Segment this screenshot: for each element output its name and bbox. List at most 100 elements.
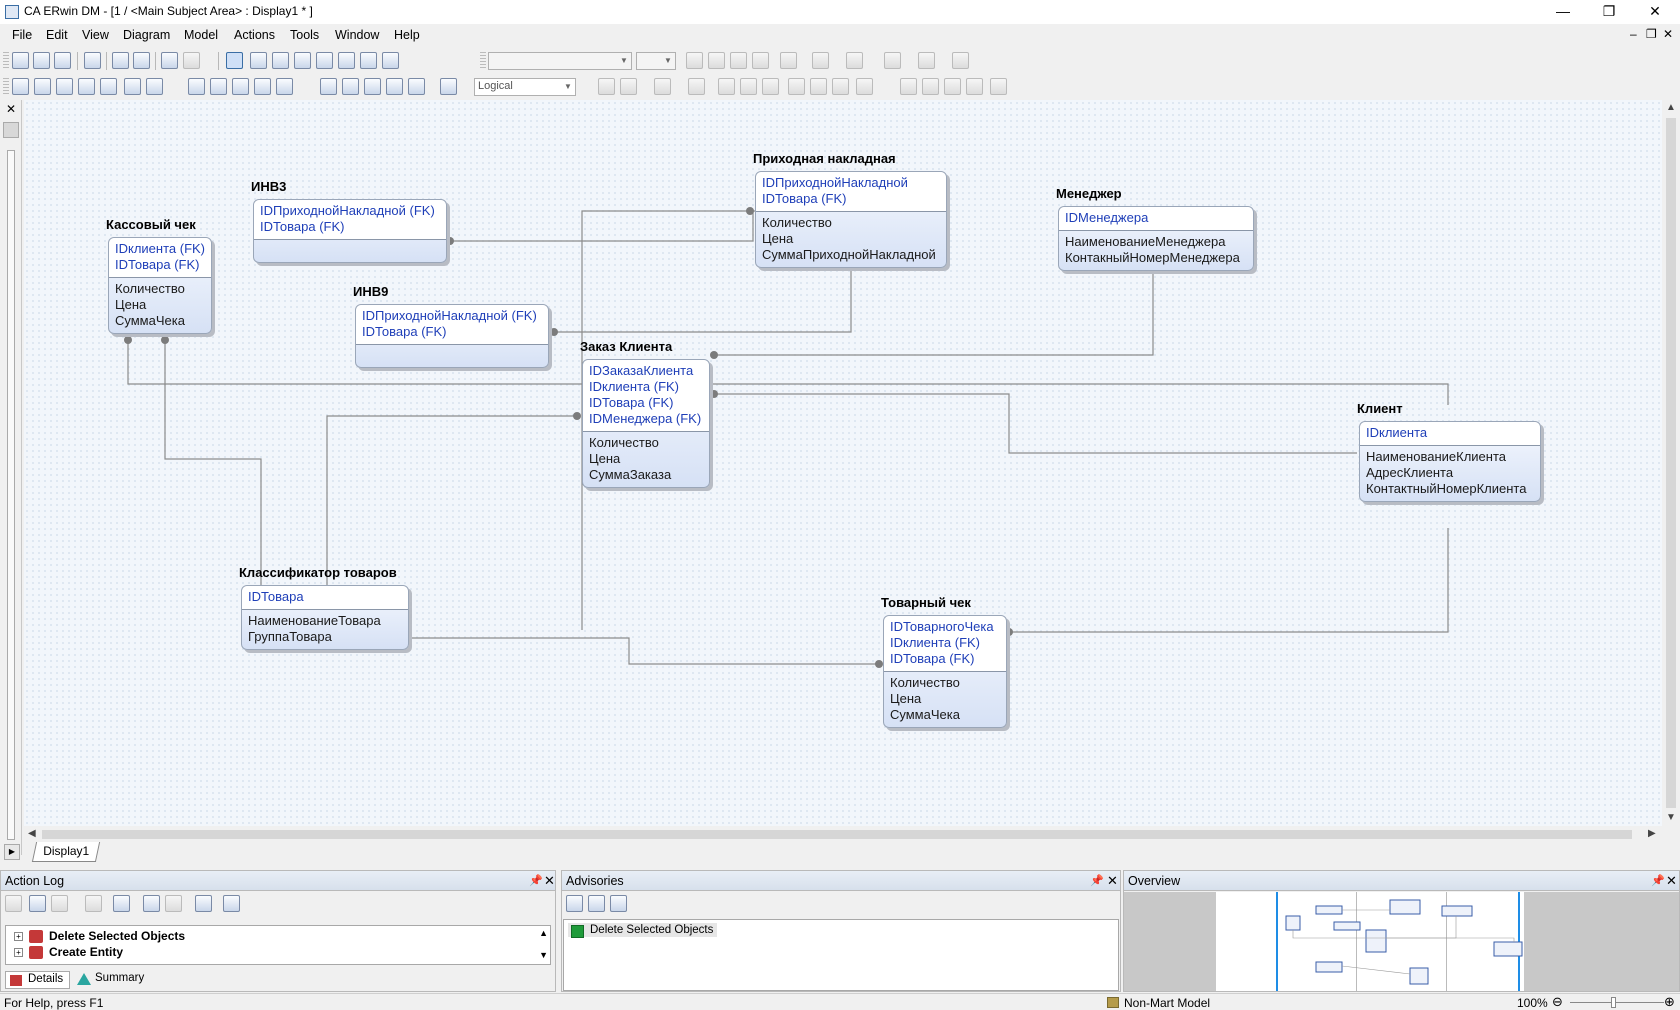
key-attribute[interactable]: IDТовара (FK)	[362, 324, 447, 339]
entity-zakaz-klienta[interactable]: Заказ Клиента IDЗаказаКлиента IDклиента …	[580, 339, 710, 488]
zoom-selection-icon[interactable]	[276, 78, 293, 95]
key-attribute[interactable]: IDМенеджера (FK)	[589, 411, 702, 426]
entity-inv9[interactable]: ИНВ9 IDПриходнойНакладной (FK) IDТовара …	[353, 284, 549, 368]
key-attribute[interactable]: IDТовара	[248, 589, 304, 604]
menu-tools[interactable]: Tools	[290, 28, 320, 42]
refresh-icon[interactable]	[740, 78, 757, 95]
complete-compare-icon[interactable]	[788, 78, 805, 95]
mdi-restore-icon[interactable]: ❐	[1646, 27, 1657, 41]
pin-icon[interactable]: 📌	[1651, 875, 1665, 887]
overview-area[interactable]	[1124, 892, 1679, 991]
attribute[interactable]: НаименованиеМенеджера	[1065, 234, 1226, 249]
mdi-close-icon[interactable]: ✕	[1663, 27, 1674, 41]
key-attribute[interactable]: IDклиента (FK)	[589, 379, 680, 394]
display-level-icon-icon[interactable]	[100, 78, 117, 95]
log-delete-icon[interactable]	[85, 895, 102, 912]
dock-slider[interactable]	[7, 150, 15, 840]
zoom-out-icon[interactable]: ⊖	[1552, 994, 1563, 1009]
font-size-combo[interactable]: ▼	[636, 52, 676, 70]
list-scroll-down-icon[interactable]: ▼	[539, 950, 548, 960]
zoom-in-icon[interactable]: ⊕	[1664, 994, 1675, 1009]
font-name-combo[interactable]: ▼	[488, 52, 632, 70]
align-icon[interactable]	[654, 78, 671, 95]
attribute[interactable]: КонтактныйНомерКлиента	[1366, 481, 1527, 496]
reverse-engineer-icon[interactable]	[620, 78, 637, 95]
pin-icon[interactable]: 📌	[1090, 875, 1104, 887]
zoom-normal-icon[interactable]	[232, 78, 249, 95]
entity-prihodnaya-nakladnaya[interactable]: Приходная накладная IDПриходнойНакладной…	[753, 151, 947, 268]
forward-engineer-icon[interactable]	[598, 78, 615, 95]
log-find-icon[interactable]	[29, 895, 46, 912]
log-reverse-icon[interactable]	[195, 895, 212, 912]
mart-lock-icon[interactable]	[966, 78, 983, 95]
bold-icon[interactable]	[686, 52, 703, 69]
entity-inv3[interactable]: ИНВ3 IDПриходнойНакладной (FK) IDТовара …	[251, 179, 447, 263]
menu-edit[interactable]: Edit	[46, 28, 68, 42]
layout-icon[interactable]	[124, 78, 141, 95]
line-style-icon[interactable]	[884, 52, 901, 69]
horizontal-scrollbar[interactable]: ◀ ▶	[24, 826, 1662, 842]
attribute[interactable]: Цена	[762, 231, 794, 246]
scroll-left-icon[interactable]: ◀	[28, 828, 36, 839]
print-icon[interactable]	[84, 52, 101, 69]
scroll-up-icon[interactable]: ▲	[1666, 102, 1676, 113]
key-attribute[interactable]: IDТовара (FK)	[115, 257, 200, 272]
merge-icon[interactable]	[810, 78, 827, 95]
menu-window[interactable]: Window	[335, 28, 380, 42]
toolbar-grip[interactable]	[480, 52, 486, 70]
key-attribute[interactable]: IDклиента	[1366, 425, 1428, 440]
fill-color-icon[interactable]	[812, 52, 829, 69]
diagram-canvas[interactable]: Кассовый чек IDклиента (FK) IDТовара (FK…	[24, 100, 1668, 828]
model-view-icon[interactable]	[440, 78, 457, 95]
zoom-slider-thumb[interactable]	[1611, 997, 1616, 1008]
zoom-slider-track[interactable]	[1570, 1002, 1664, 1003]
scroll-right-icon[interactable]: ▶	[1648, 828, 1656, 839]
drawing-tool-icon[interactable]	[382, 52, 399, 69]
entity-menedzher[interactable]: Менеджер IDМенеджера НаименованиеМенедже…	[1056, 186, 1254, 271]
display-level-pk-icon[interactable]	[56, 78, 73, 95]
key-attribute[interactable]: IDклиента (FK)	[115, 241, 206, 256]
font-color-icon[interactable]	[780, 52, 797, 69]
action-log-list[interactable]: +Delete Selected Objects +Create Entity …	[5, 925, 551, 965]
toolbar-grip[interactable]	[3, 78, 9, 96]
list-scroll-up-icon[interactable]: ▲	[539, 928, 548, 938]
menu-view[interactable]: View	[82, 28, 109, 42]
attribute[interactable]: Цена	[890, 691, 922, 706]
expand-icon[interactable]: +	[14, 932, 23, 942]
toolbar-grip[interactable]	[3, 52, 9, 70]
key-attribute[interactable]: IDТовара (FK)	[260, 219, 345, 234]
key-attribute[interactable]: IDЗаказаКлиента	[589, 363, 694, 378]
find-icon[interactable]	[112, 52, 129, 69]
attribute[interactable]: Количество	[762, 215, 832, 230]
vertical-scroll-thumb[interactable]	[1666, 118, 1676, 808]
key-group-editor-icon[interactable]	[408, 78, 425, 95]
attribute[interactable]: Цена	[589, 451, 621, 466]
attribute[interactable]: СуммаЧека	[890, 707, 960, 722]
log-row[interactable]: +Delete Selected Objects	[14, 929, 185, 944]
pin-icon[interactable]: 📌	[529, 875, 543, 887]
mart-manager-icon[interactable]	[990, 78, 1007, 95]
text-tool-icon[interactable]	[360, 52, 377, 69]
line-color-icon[interactable]	[846, 52, 863, 69]
log-filter-icon[interactable]	[113, 895, 130, 912]
advisories-properties-icon[interactable]	[610, 895, 627, 912]
save-icon[interactable]	[54, 52, 71, 69]
identifying-relationship-icon[interactable]	[294, 52, 311, 69]
key-attribute[interactable]: IDТоварногоЧека	[890, 619, 994, 634]
attribute[interactable]: НаименованиеКлиента	[1366, 449, 1506, 464]
zoom-out-icon[interactable]	[210, 78, 227, 95]
undo-icon[interactable]	[161, 52, 178, 69]
line-weight-icon[interactable]	[952, 52, 969, 69]
advisories-copy-icon[interactable]	[588, 895, 605, 912]
key-attribute[interactable]: IDТовара (FK)	[890, 651, 975, 666]
attribute[interactable]: Количество	[890, 675, 960, 690]
distribute-icon[interactable]	[718, 78, 735, 95]
subtype-tool-icon[interactable]	[272, 52, 289, 69]
display-level-entity-icon[interactable]	[12, 78, 29, 95]
menu-actions[interactable]: Actions	[234, 28, 275, 42]
entity-tovarny-chek[interactable]: Товарный чек IDТоварногоЧека IDклиента (…	[881, 595, 1007, 728]
entity-tool-icon[interactable]	[250, 52, 267, 69]
new-icon[interactable]	[12, 52, 29, 69]
attribute[interactable]: НаименованиеТовара	[248, 613, 381, 628]
key-attribute[interactable]: IDПриходнойНакладной (FK)	[362, 308, 537, 323]
